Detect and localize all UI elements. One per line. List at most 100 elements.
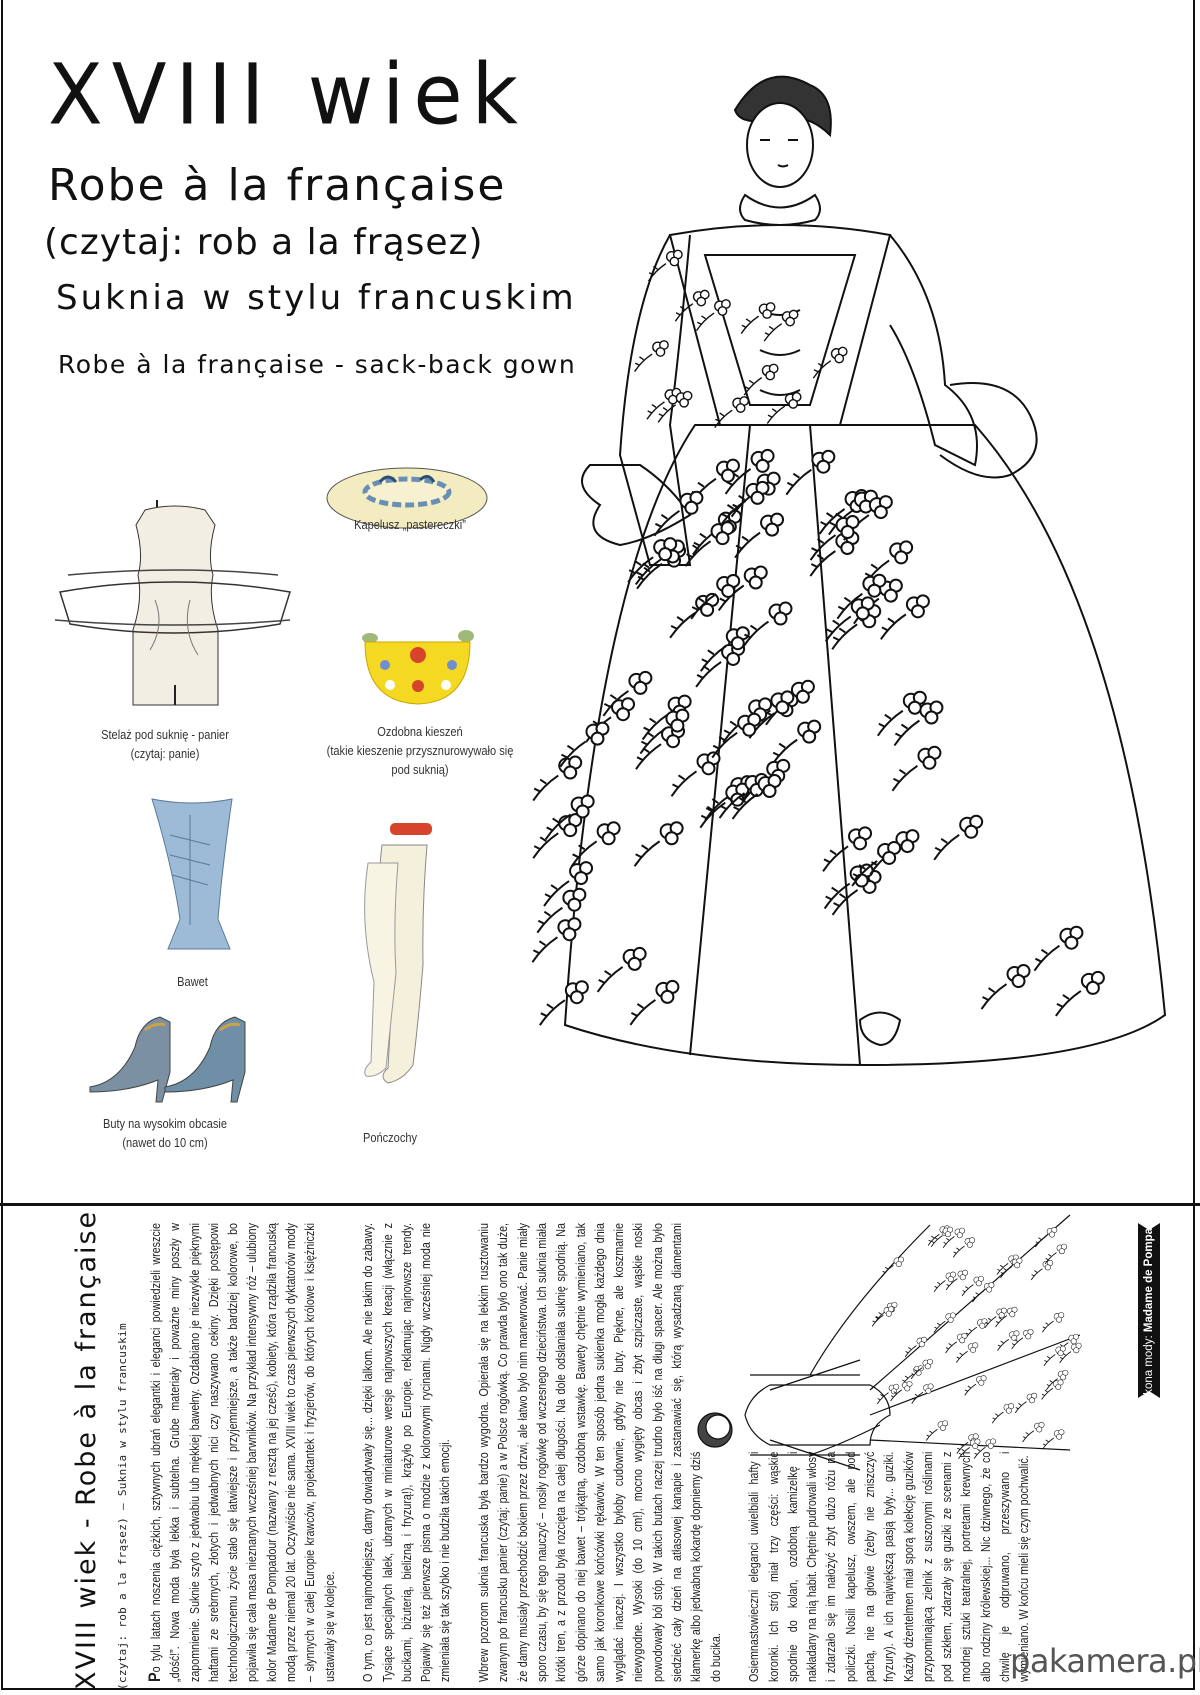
- flower-motif: [539, 980, 589, 1026]
- flower-motif: [984, 1307, 1007, 1328]
- flower-motif: [843, 495, 893, 541]
- flower-motif: [532, 755, 583, 802]
- flower-motif: [1041, 1312, 1065, 1333]
- flower-motif: [684, 521, 735, 567]
- flower-motif: [1043, 1345, 1066, 1367]
- flower-motif: [956, 1433, 979, 1454]
- flower-motif: [570, 821, 621, 867]
- flower-motif: [695, 299, 731, 331]
- article-paragraph: Wbrew pozorom suknia francuska była bard…: [477, 1223, 723, 1682]
- flower-motif: [633, 340, 669, 372]
- flower-motif: [945, 1332, 968, 1354]
- english-name: Robe à la française - sack-back gown: [58, 350, 577, 379]
- flower-motif: [964, 1375, 987, 1396]
- flower-motif: [809, 515, 860, 561]
- flower-motif: [653, 490, 704, 537]
- flower-motif: [627, 537, 678, 583]
- flower-motif: [724, 448, 775, 495]
- flower-motif: [828, 489, 878, 536]
- flower-motif: [657, 390, 693, 423]
- panier-illustration: [54, 500, 291, 706]
- flower-motif: [785, 449, 836, 496]
- flower-motif: [961, 1275, 984, 1297]
- flower-motif: [690, 573, 741, 620]
- flower-motif: [836, 573, 887, 620]
- flower-motif: [930, 1226, 954, 1248]
- flower-motif: [891, 745, 942, 792]
- flower-motif: [766, 392, 802, 424]
- flower-motif: [1046, 1369, 1069, 1391]
- article-paragraph: O tym, co jest najmodniejsze, damy dowia…: [361, 1223, 453, 1682]
- flower-motif: [876, 690, 927, 737]
- article-title: XVIII wiek - Robe à la française: [71, 1209, 102, 1690]
- flower-motif: [646, 387, 682, 420]
- tag-label: Ikona mody:: [1143, 1335, 1155, 1398]
- flower-motif: [980, 964, 1031, 1010]
- caption-line: (takie kieszenie przysznurowywało się: [326, 743, 514, 758]
- flower-motif: [771, 719, 822, 766]
- flower-motif: [876, 1383, 900, 1405]
- flower-motif: [743, 363, 779, 396]
- pocket-illustration: [362, 630, 474, 705]
- flower-motif: [822, 826, 873, 872]
- article-heading: XVIII wiek - Robe à la française (czytaj…: [70, 1209, 150, 1690]
- flower-motif: [942, 1227, 966, 1249]
- flower-motif: [536, 887, 587, 934]
- flower-motif: [965, 1318, 988, 1339]
- flower-motif: [699, 782, 750, 829]
- flower-motif: [544, 794, 595, 840]
- flower-motif: [629, 979, 680, 1026]
- stockings-illustration: [364, 823, 432, 1084]
- caption-line: (czytaj: panie): [130, 746, 200, 761]
- flower-motif: [1000, 1257, 1023, 1279]
- caption-line: Buty na wysokim obcasie: [102, 1116, 228, 1131]
- flower-motif: [531, 917, 582, 963]
- flower-motif: [812, 346, 848, 379]
- caption-pocket: Ozdobna kieszeń (takie kieszenie przyszn…: [318, 722, 522, 779]
- flower-motif: [596, 946, 647, 993]
- flower-motif: [893, 700, 944, 747]
- flower-motif: [952, 1237, 976, 1258]
- flower-motif: [925, 1420, 949, 1441]
- flower-motif: [809, 531, 860, 577]
- flower-motif: [559, 721, 610, 768]
- flower-motif: [880, 594, 930, 640]
- flower-motif: [910, 1358, 934, 1380]
- flower-motif: [972, 1282, 995, 1303]
- flower-motif: [742, 601, 793, 648]
- flower-motif: [1041, 1379, 1064, 1400]
- flower-motif: [991, 1403, 1015, 1424]
- flower-motif: [997, 1330, 1020, 1351]
- flower-motif: [956, 1342, 979, 1363]
- dress-name: Robe à la française: [48, 160, 507, 211]
- caption-stockings: Pończochy: [362, 1130, 418, 1145]
- flower-motif: [1042, 1429, 1065, 1450]
- drop-cap: P: [145, 1672, 164, 1682]
- article-paragraph: Po tylu latach noszenia ciężkich, sztywn…: [145, 1222, 340, 1682]
- watermark: pakamera.pl: [1010, 1642, 1200, 1680]
- flower-motif: [1011, 1328, 1034, 1350]
- flower-motif: [699, 626, 750, 672]
- flower-motif: [714, 396, 750, 429]
- flower-motif: [911, 1383, 934, 1404]
- flower-motif: [904, 1336, 928, 1358]
- flower-motif: [1055, 970, 1105, 1017]
- flower-motif: [1030, 1259, 1054, 1281]
- polish-name: Suknia w stylu francuskim: [56, 278, 577, 318]
- caption-line: (nawet do 10 cm): [122, 1135, 208, 1150]
- flower-motif: [1044, 1243, 1068, 1265]
- caption-stomacher: Bawet: [177, 974, 208, 989]
- flower-motif: [973, 1438, 997, 1459]
- page-title: XVIII wiek: [48, 45, 527, 144]
- section-divider: [0, 1203, 1200, 1206]
- flower-motif: [763, 309, 799, 342]
- caption-panier: Stelaż pod suknię - panier (czytaj: pani…: [76, 725, 255, 763]
- stomacher-illustration: [151, 798, 233, 950]
- flower-motif: [740, 302, 776, 335]
- flower-motif: [633, 821, 684, 867]
- flower-motif: [933, 1312, 956, 1333]
- paragraph-text: o tylu latach noszenia ciężkich, sztywny…: [149, 1223, 337, 1682]
- flower-motif: [731, 773, 782, 820]
- flower-motif: [1033, 925, 1084, 972]
